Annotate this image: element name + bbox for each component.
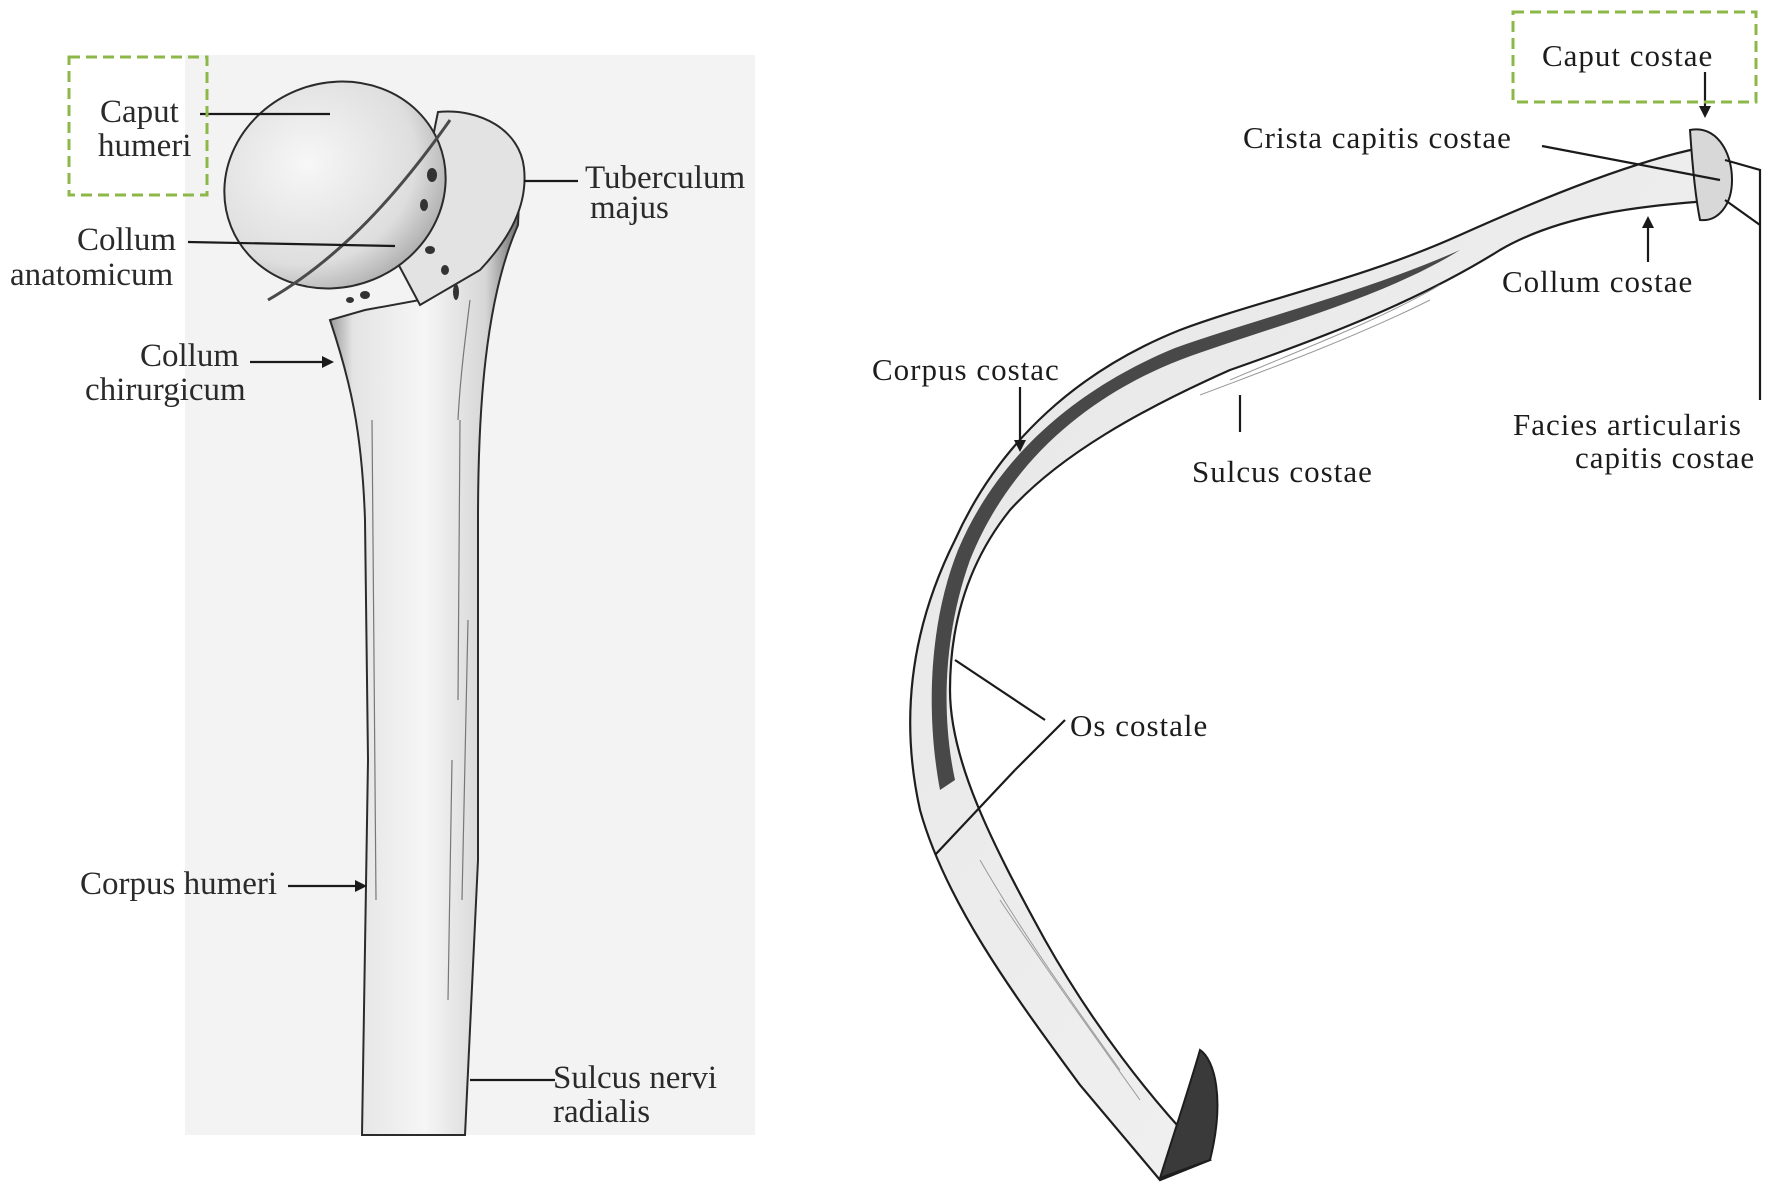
label-collum-chirurgicum-2: chirurgicum — [85, 372, 246, 408]
rib-illustration: Caput costae Crista capitis costae Collu… — [872, 12, 1760, 1180]
label-corpus-costae: Corpus costac — [872, 352, 1060, 387]
label-sulcus-nervi-1: Sulcus nervi — [553, 1060, 717, 1096]
label-facies-articularis-1: Facies articularis — [1513, 407, 1742, 442]
label-facies-articularis-2: capitis costae — [1575, 440, 1755, 475]
label-sulcus-nervi-2: radialis — [553, 1094, 650, 1130]
label-os-costale: Os costale — [1070, 708, 1208, 743]
label-caput-humeri-1: Caput — [100, 94, 179, 130]
humerus-illustration: Caput humeri Tuberculum majus Collum ana… — [10, 48, 755, 1135]
label-caput-costae: Caput costae — [1542, 38, 1713, 73]
label-sulcus-costae: Sulcus costae — [1192, 454, 1373, 489]
label-caput-humeri-2: humeri — [98, 128, 191, 164]
label-crista-capitis-costae: Crista capitis costae — [1243, 120, 1512, 155]
label-collum-chirurgicum-1: Collum — [140, 338, 239, 374]
label-corpus-humeri: Corpus humeri — [80, 866, 277, 902]
label-collum-costae: Collum costae — [1502, 264, 1693, 299]
label-tuberculum-2: majus — [590, 190, 669, 226]
label-collum-anatomicum-1: Collum — [77, 222, 176, 258]
label-collum-anatomicum-2: anatomicum — [10, 257, 173, 293]
